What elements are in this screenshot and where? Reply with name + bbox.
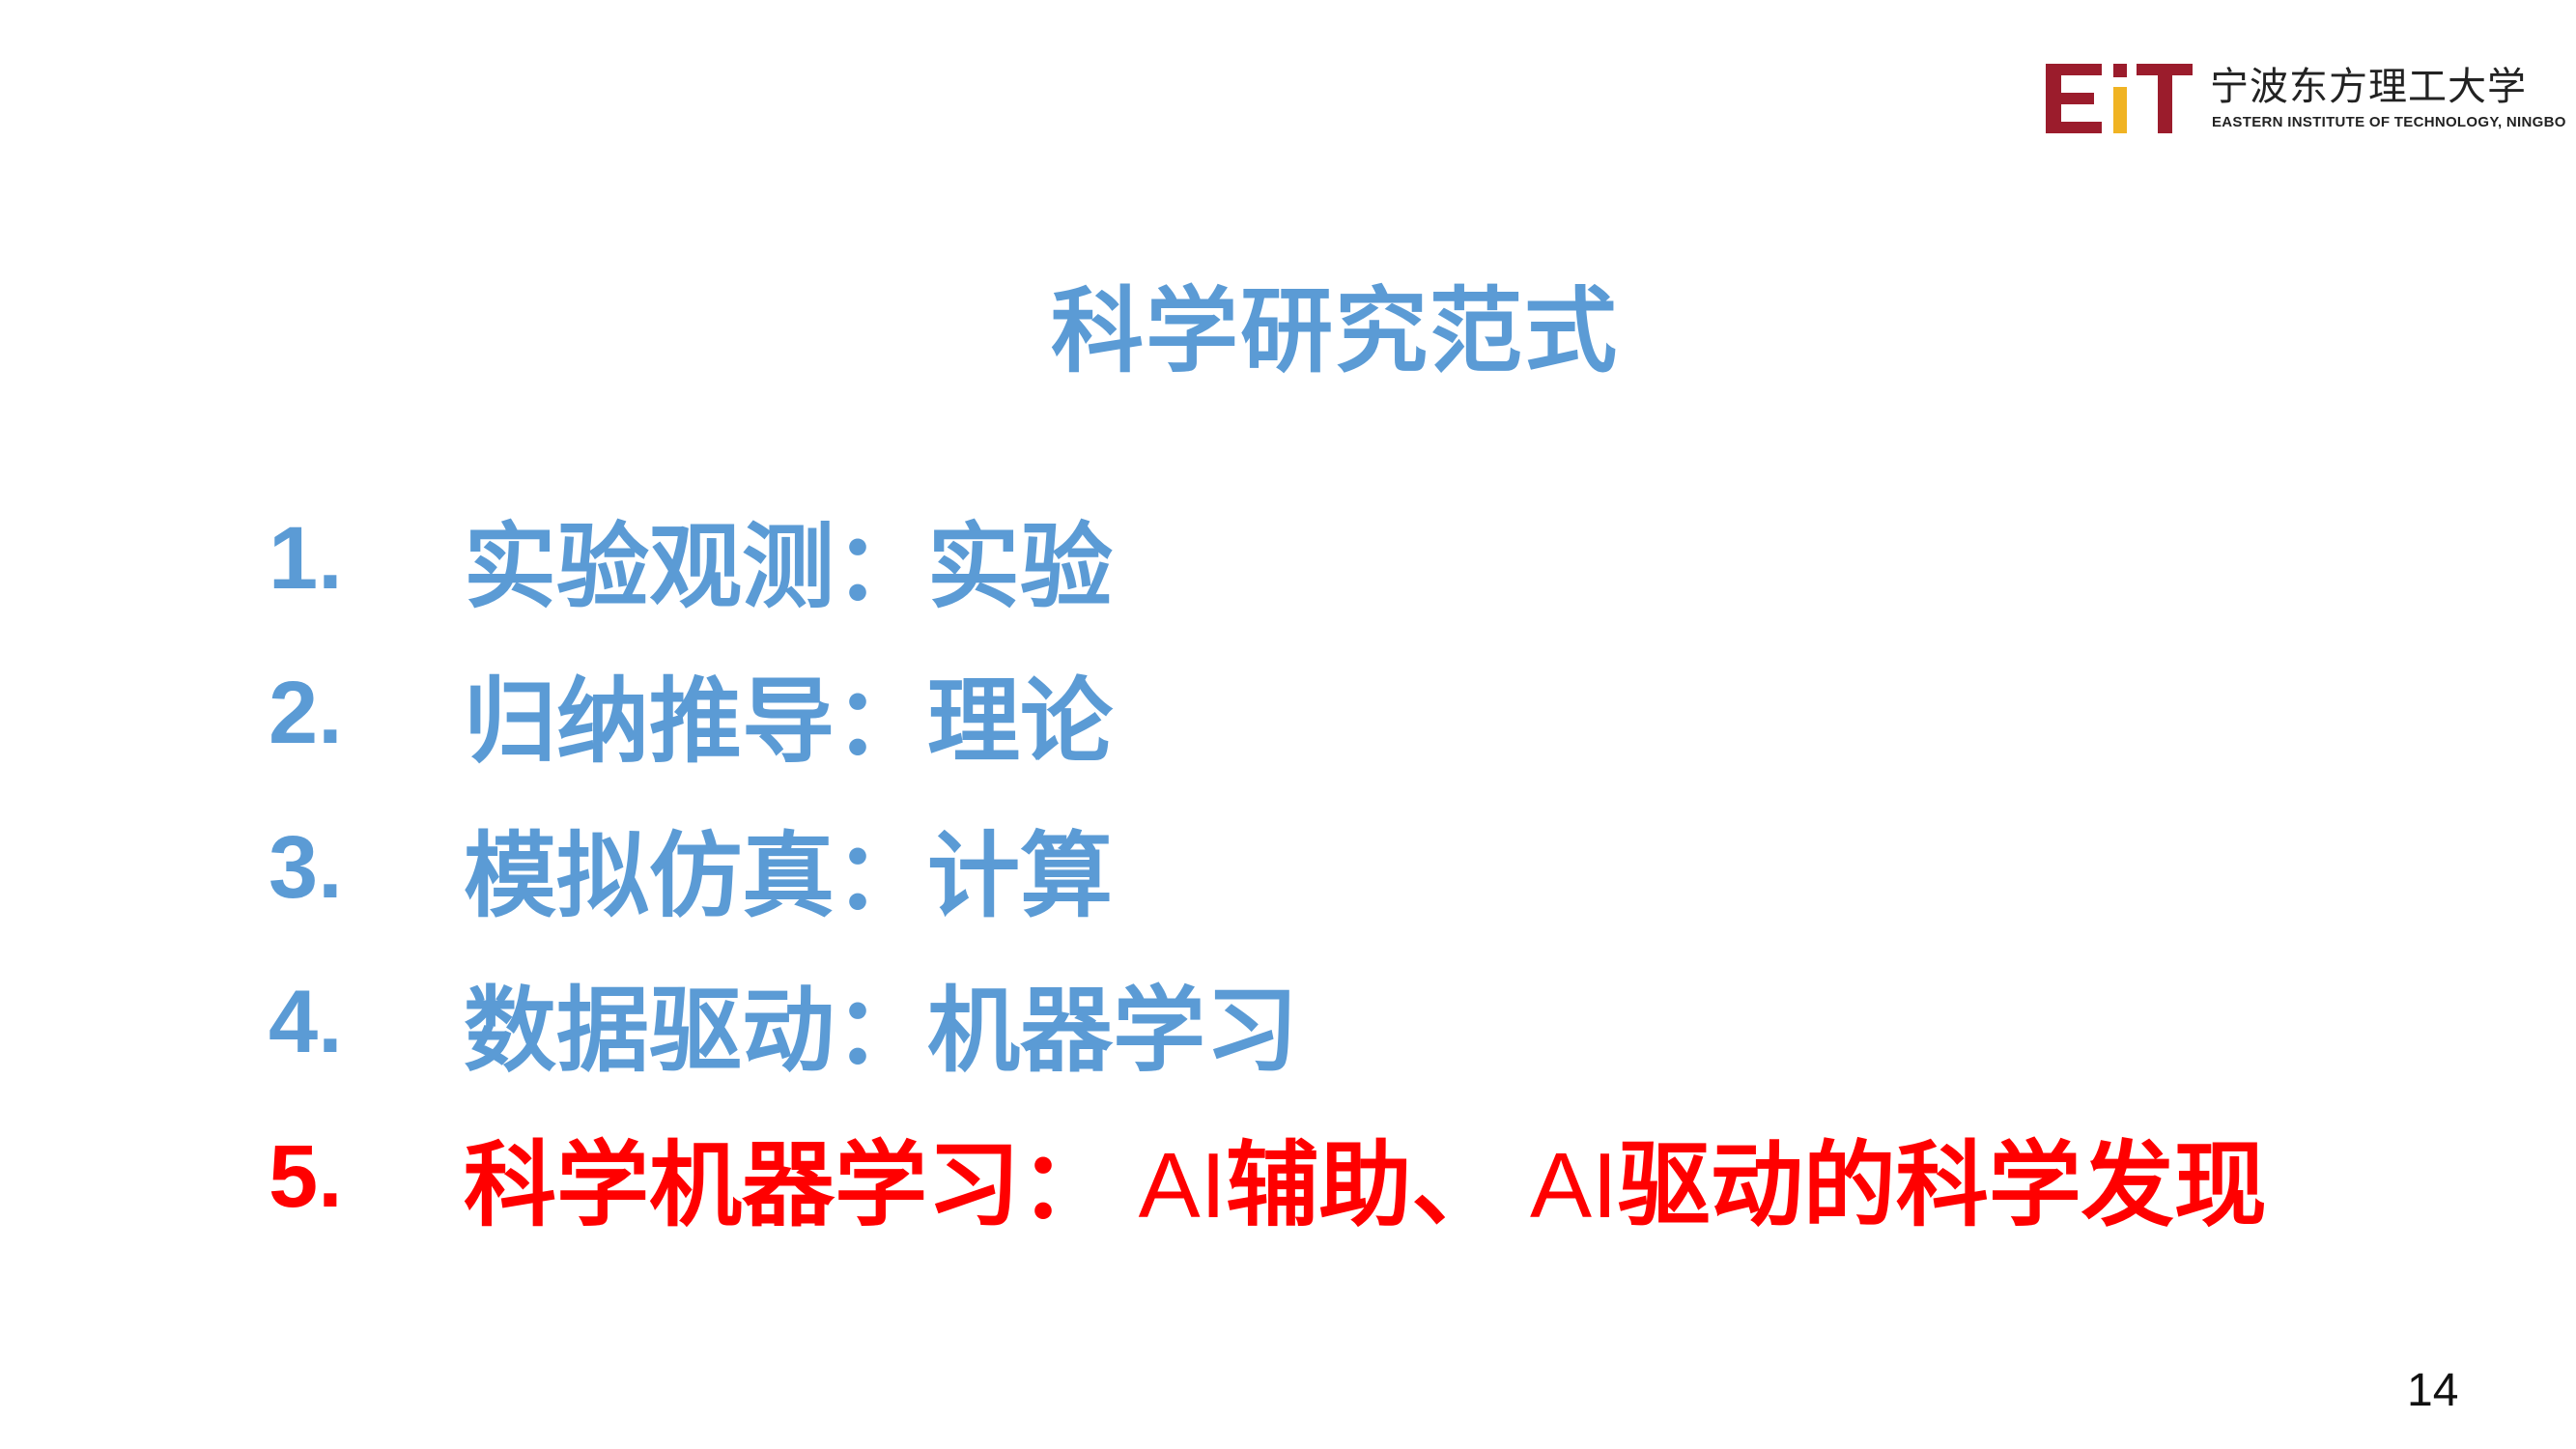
list-item: 1. 实验观测：实验 — [269, 481, 2490, 636]
list-item: 2. 归纳推导：理论 — [269, 636, 2490, 790]
ai-label: AI — [1504, 1133, 1618, 1237]
item-text-part3: 驱动的科学发现 — [1617, 1130, 2267, 1239]
item-text-highlighted: 科学机器学习： AI辅助、 AI驱动的科学发现 — [464, 1110, 2267, 1244]
item-text: 归纳推导：理论 — [464, 667, 1113, 776]
university-name-cn: 宁波东方理工大学 — [2210, 65, 2527, 109]
item-number: 4. — [269, 972, 343, 1071]
item-text: 数据驱动：机器学习 — [464, 976, 1298, 1085]
item-number: 5. — [269, 1126, 343, 1226]
list-item-highlighted: 5. 科学机器学习： AI辅助、 AI驱动的科学发现 — [269, 1099, 2490, 1254]
item-number: 2. — [269, 663, 343, 762]
item-text-part1: 科学机器学习： — [464, 1130, 1113, 1239]
item-number: 3. — [269, 817, 343, 917]
item-text: 模拟仿真：计算 — [464, 821, 1113, 930]
university-name-en: EASTERN INSTITUTE OF TECHNOLOGY, NINGBO — [2212, 114, 2566, 130]
item-number: 1. — [269, 508, 343, 608]
ai-label: AI — [1113, 1133, 1227, 1237]
item-text-part2: 辅助、 — [1226, 1130, 1505, 1239]
eit-logo-mark-icon — [2046, 64, 2193, 133]
item-text: 实验观测：实验 — [464, 512, 1113, 621]
list-item: 3. 模拟仿真：计算 — [269, 790, 2490, 945]
slide-title: 科学研究范式 — [1051, 277, 1619, 385]
page-number: 14 — [2407, 1365, 2459, 1416]
paradigm-list: 1. 实验观测：实验 2. 归纳推导：理论 3. 模拟仿真：计算 4. 数据驱动… — [269, 481, 2490, 1254]
list-item: 4. 数据驱动：机器学习 — [269, 945, 2490, 1099]
university-logo: 宁波东方理工大学 EASTERN INSTITUTE OF TECHNOLOGY… — [2046, 64, 2565, 133]
